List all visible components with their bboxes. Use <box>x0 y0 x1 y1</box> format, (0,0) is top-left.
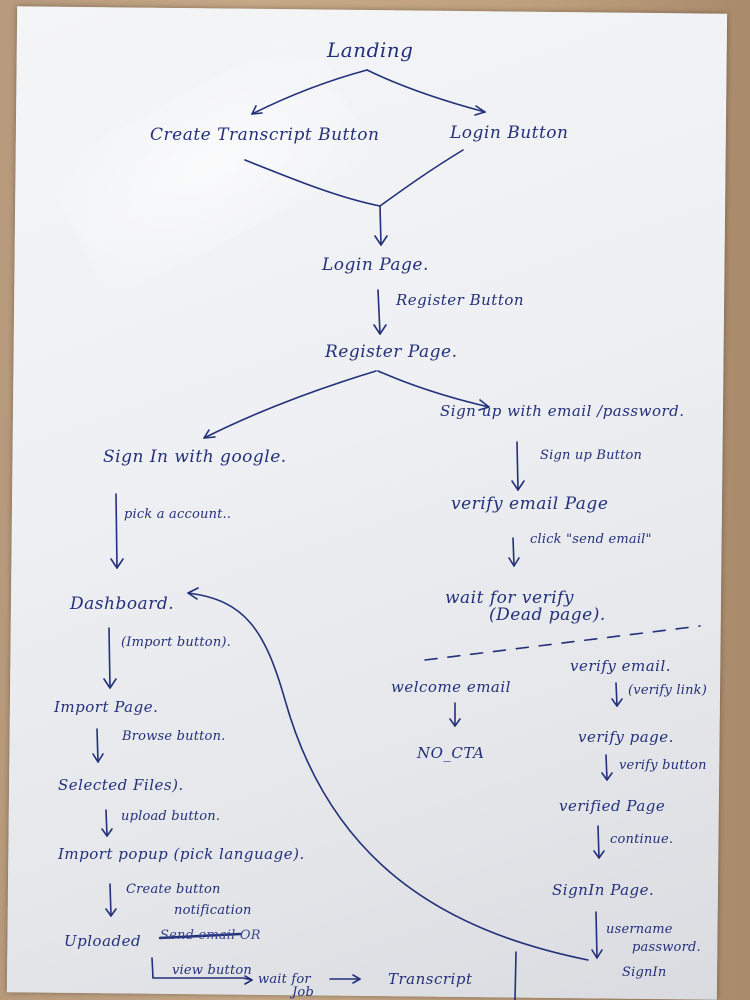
arrow-register-to-google <box>203 370 377 439</box>
line-uploaded-to-view <box>151 957 243 979</box>
strike-through <box>158 932 242 940</box>
node-verify-page: verify page. <box>578 728 674 746</box>
arrow-signup-to-verify-page <box>516 441 519 491</box>
node-verified-page: verified Page <box>559 797 666 815</box>
node-signin-google: Sign In with google. <box>103 447 287 467</box>
curve-signin-to-dashboard <box>187 592 589 961</box>
node-import-popup: Import popup (pick language). <box>58 845 305 863</box>
arrow-verify-page-to-wait <box>512 537 515 567</box>
label-pick-account: pick a account.. <box>124 507 232 522</box>
node-selected-files: Selected Files). <box>58 776 184 794</box>
arrow-login-to-register <box>377 289 381 335</box>
line-loginbtn-to-login-page <box>379 149 464 207</box>
label-wait-for: wait for <box>258 972 311 987</box>
node-login-page: Login Page. <box>322 255 429 275</box>
arrow-verify-page-to-verified <box>605 754 608 781</box>
arrow-verify-email-to-page <box>615 682 618 707</box>
label-import-button: (Import button). <box>121 635 231 650</box>
dashed-divider <box>424 625 701 661</box>
node-dashboard: Dashboard. <box>70 594 175 614</box>
label-notification: notification <box>174 903 252 918</box>
label-register-button: Register Button <box>396 291 525 309</box>
struck-text: Send email OR <box>160 928 261 943</box>
arrow-signin-down <box>595 911 598 959</box>
node-create-transcript: Create Transcript Button <box>150 125 380 145</box>
arrow-to-login-page <box>379 205 382 246</box>
node-login-button: Login Button <box>450 123 569 143</box>
arrow-import-to-selected <box>96 728 99 763</box>
label-upload-button: upload button. <box>121 809 221 824</box>
node-signup-email: Sign up with email /password. <box>440 402 685 420</box>
label-continue: continue. <box>610 832 674 847</box>
arrow-register-to-signup <box>377 370 490 408</box>
node-verify-email-page: verify email Page <box>451 494 609 514</box>
arrow-landing-to-create <box>251 69 368 115</box>
node-verify-email: verify email. <box>570 657 672 675</box>
label-verify-button: verify button <box>619 758 707 773</box>
arrow-selected-to-popup <box>105 809 108 837</box>
node-wait-for-verify: wait for verify <box>445 588 575 608</box>
line-bottom-right <box>514 951 517 1000</box>
label-signup-button: Sign up Button <box>540 448 643 463</box>
label-verify-link: (verify link) <box>628 683 708 698</box>
node-transcript: Transcript <box>388 970 473 988</box>
node-landing: Landing <box>327 38 414 62</box>
label-signin: SignIn <box>622 965 667 980</box>
arrow-verified-to-signin <box>597 825 600 859</box>
node-welcome-email: welcome email <box>391 678 511 696</box>
label-create-button: Create button <box>126 882 221 897</box>
node-no-cta: NO_CTA <box>417 744 485 762</box>
arrow-google-to-dashboard <box>115 493 118 569</box>
label-browse-button: Browse button. <box>122 729 226 744</box>
line-create-to-login-page <box>244 159 381 207</box>
label-click-send-email: click "send email" <box>530 532 652 547</box>
node-uploaded: Uploaded <box>64 932 142 950</box>
node-dead-page: (Dead page). <box>489 605 606 625</box>
node-import-page: Import Page. <box>54 698 159 716</box>
arrow-popup-to-uploaded <box>109 883 112 917</box>
label-view-button: view button <box>172 963 252 978</box>
arrow-landing-to-login <box>366 69 486 113</box>
node-signin-page: SignIn Page. <box>552 881 655 899</box>
arrow-dashboard-to-import <box>108 627 111 689</box>
node-register-page: Register Page. <box>325 342 458 362</box>
label-username: username <box>606 922 673 937</box>
label-password: password. <box>632 940 701 955</box>
label-job: Job <box>292 985 314 1000</box>
